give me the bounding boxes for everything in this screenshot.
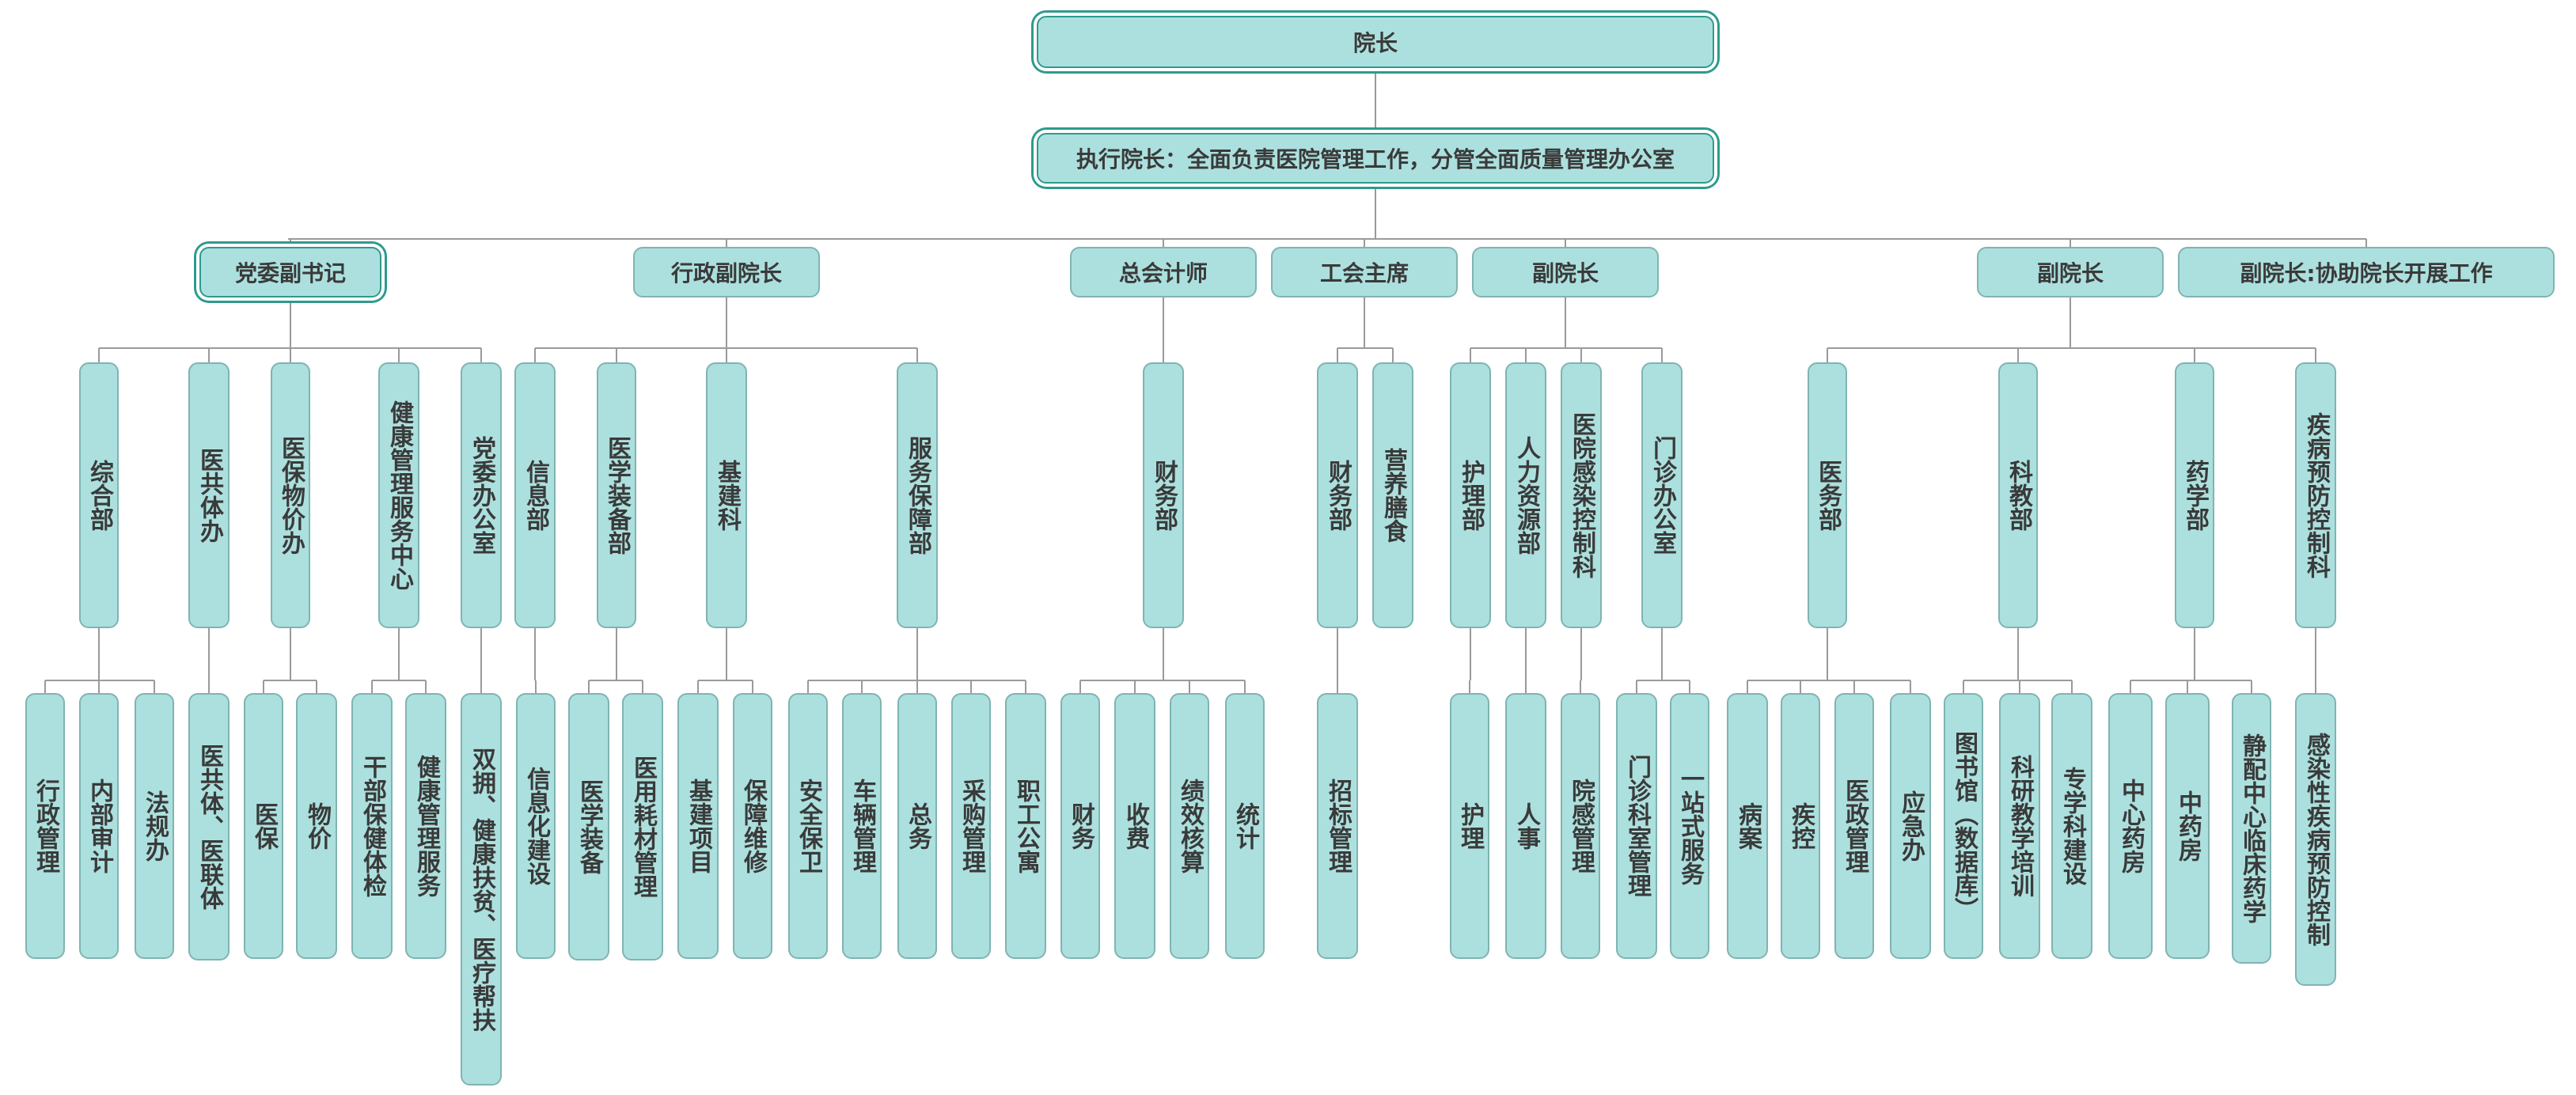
dept-vp2-3: 疾病预防控制科 bbox=[2295, 362, 2336, 628]
subdept-admin-1-0: 医学装备 bbox=[568, 693, 609, 960]
dept-party-3: 健康管理服务中心 bbox=[378, 362, 419, 628]
leader-vice-president-2: 副院长 bbox=[1977, 247, 2164, 297]
subdept-admin-3-0: 安全保卫 bbox=[788, 693, 828, 959]
leader-admin-vp: 行政副院长 bbox=[633, 247, 820, 297]
subdept-admin-2-1: 保障维修 bbox=[733, 693, 772, 959]
dept-vp1-3: 门诊办公室 bbox=[1641, 362, 1683, 628]
subdept-vp2-1-2: 专学科建设 bbox=[2051, 693, 2092, 959]
subdept-party-0-1: 内部审计 bbox=[79, 693, 119, 959]
dept-vp1-0: 护理部 bbox=[1450, 362, 1491, 628]
subdept-admin-3-3: 采购管理 bbox=[951, 693, 991, 959]
subdept-vp2-2-1: 中药房 bbox=[2165, 693, 2210, 959]
dept-party-2: 医保物价办 bbox=[271, 362, 310, 628]
subdept-vp2-1-0: 图书馆（数据库） bbox=[1944, 693, 1983, 959]
subdept-admin-1-1: 医用耗材管理 bbox=[622, 693, 663, 960]
dept-union-1: 营养膳食 bbox=[1372, 362, 1413, 628]
subdept-vp2-0-3: 应急办 bbox=[1890, 693, 1931, 959]
subdept-admin-0-0: 信息化建设 bbox=[516, 693, 556, 959]
subdept-vp2-2-0: 中心药房 bbox=[2108, 693, 2153, 959]
subdept-accountant-0-2: 绩效核算 bbox=[1170, 693, 1209, 959]
subdept-admin-3-1: 车辆管理 bbox=[842, 693, 882, 959]
subdept-vp2-0-2: 医政管理 bbox=[1834, 693, 1874, 959]
dept-admin-2: 基建科 bbox=[706, 362, 747, 628]
subdept-vp1-2-0: 院感管理 bbox=[1561, 693, 1600, 959]
subdept-accountant-0-0: 财务 bbox=[1060, 693, 1100, 959]
dept-party-0: 综合部 bbox=[79, 362, 119, 628]
subdept-accountant-0-1: 收费 bbox=[1114, 693, 1155, 959]
dept-admin-0: 信息部 bbox=[514, 362, 556, 628]
subdept-admin-3-2: 总务 bbox=[897, 693, 937, 959]
dept-vp2-2: 药学部 bbox=[2175, 362, 2214, 628]
subdept-vp2-0-1: 疾控 bbox=[1781, 693, 1820, 959]
subdept-party-2-1: 物价 bbox=[296, 693, 337, 959]
subdept-vp2-2-2: 静配中心临床药学 bbox=[2232, 693, 2271, 964]
subdept-party-3-0: 干部保健体检 bbox=[351, 693, 393, 959]
subdept-party-3-1: 健康管理服务 bbox=[405, 693, 446, 959]
leader-vice-president-1: 副院长 bbox=[1472, 247, 1659, 297]
subdept-vp1-3-1: 一站式服务 bbox=[1670, 693, 1709, 959]
dept-union-0: 财务部 bbox=[1317, 362, 1358, 628]
dept-admin-3: 服务保障部 bbox=[897, 362, 938, 628]
dept-vp2-1: 科教部 bbox=[1998, 362, 2038, 628]
leader-chief-accountant: 总会计师 bbox=[1070, 247, 1257, 297]
subdept-accountant-0-3: 统计 bbox=[1225, 693, 1265, 959]
subdept-admin-2-0: 基建项目 bbox=[677, 693, 719, 959]
subdept-party-0-0: 行政管理 bbox=[25, 693, 65, 959]
executive-president-box: 执行院长：全面负责医院管理工作，分管全面质量管理办公室 bbox=[1037, 133, 1714, 184]
subdept-party-1-0: 医共体、医联体 bbox=[188, 693, 230, 960]
subdept-vp1-1-0: 人事 bbox=[1505, 693, 1546, 959]
leader-party-secretary: 党委副书记 bbox=[199, 247, 381, 297]
dept-admin-1: 医学装备部 bbox=[597, 362, 636, 628]
subdept-party-2-0: 医保 bbox=[244, 693, 283, 959]
subdept-vp1-0-0: 护理 bbox=[1450, 693, 1489, 959]
dept-vp2-0: 医务部 bbox=[1808, 362, 1847, 628]
subdept-vp2-0-0: 病案 bbox=[1727, 693, 1768, 959]
dept-party-4: 党委办公室 bbox=[461, 362, 502, 628]
subdept-vp2-3-0: 感染性疾病预防控制 bbox=[2295, 693, 2336, 986]
subdept-party-4-0: 双拥、健康扶贫、医疗帮扶 bbox=[461, 693, 502, 1086]
subdept-party-0-2: 法规办 bbox=[135, 693, 174, 959]
leader-union-chair: 工会主席 bbox=[1271, 247, 1458, 297]
dept-vp1-2: 医院感染控制科 bbox=[1561, 362, 1602, 628]
president-box: 院长 bbox=[1037, 16, 1714, 68]
subdept-admin-3-4: 职工公寓 bbox=[1005, 693, 1046, 959]
subdept-vp2-1-1: 科研教学培训 bbox=[1999, 693, 2040, 959]
dept-accountant-0: 财务部 bbox=[1143, 362, 1184, 628]
dept-party-1: 医共体办 bbox=[188, 362, 230, 628]
dept-vp1-1: 人力资源部 bbox=[1505, 362, 1546, 628]
leader-vice-president-3: 副院长:协助院长开展工作 bbox=[2178, 247, 2555, 297]
subdept-union-0-0: 招标管理 bbox=[1317, 693, 1358, 959]
subdept-vp1-3-0: 门诊科室管理 bbox=[1616, 693, 1657, 959]
